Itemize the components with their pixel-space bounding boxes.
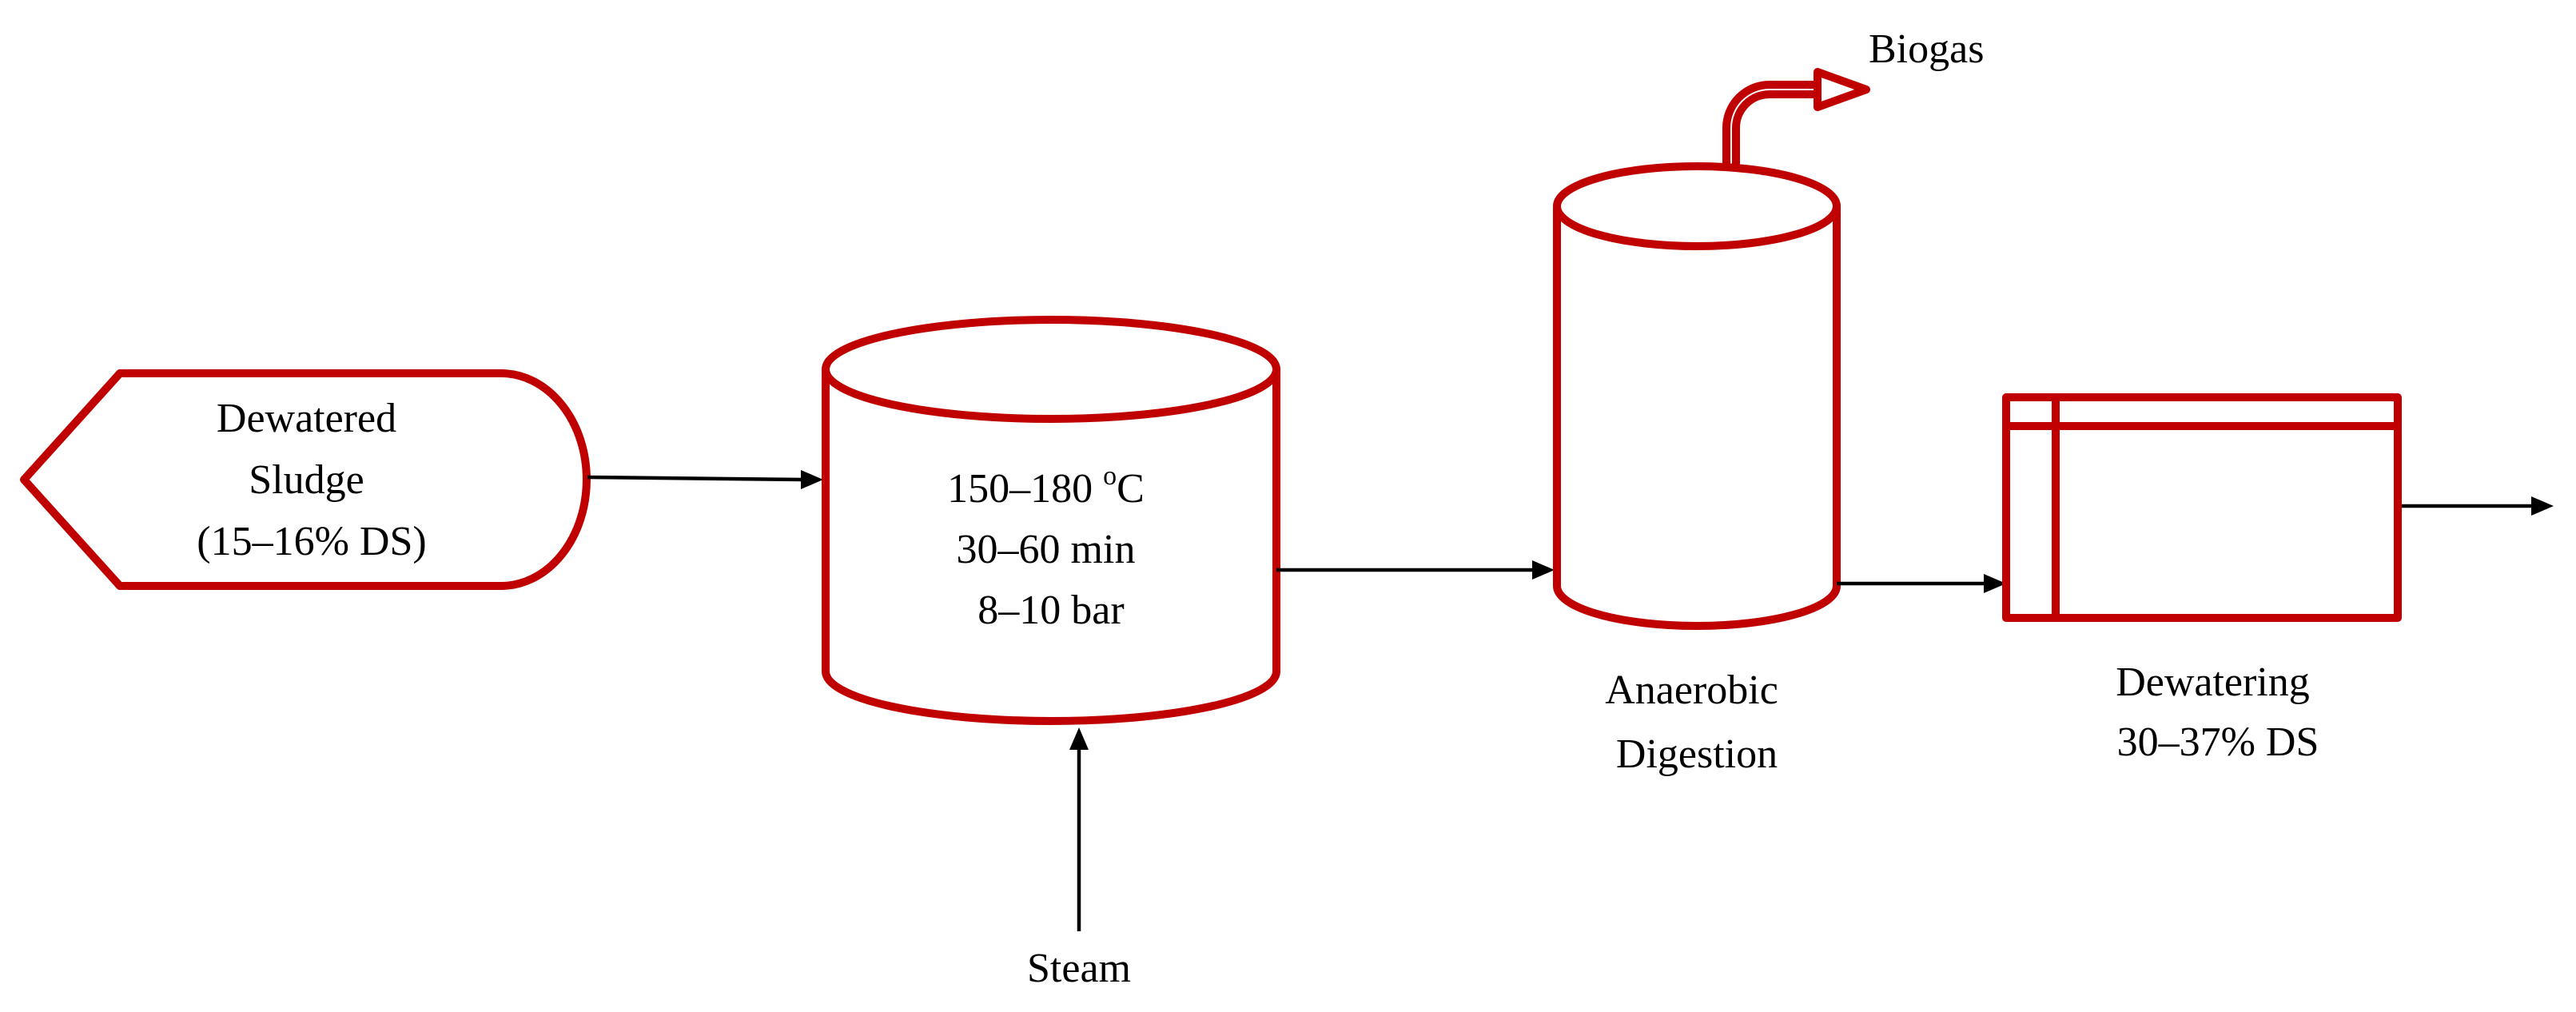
feed-label-line-2: Sludge bbox=[249, 457, 364, 503]
feed-dewatered-sludge: Dewatered Sludge (15–16% DS) bbox=[20, 369, 591, 590]
feed-label-line-3: (15–16% DS) bbox=[197, 519, 426, 564]
steam-label: Steam bbox=[1027, 946, 1131, 991]
reactor-conditions: 150–180 oC 30–60 min 8–10 bar bbox=[947, 461, 1155, 633]
digester-body bbox=[1553, 206, 1841, 630]
arrow-steam-head bbox=[1069, 727, 1089, 750]
digester-label-line-2: Digestion bbox=[1616, 731, 1778, 777]
feed-label: Dewatered Sludge (15–16% DS) bbox=[197, 396, 426, 564]
reactor-top bbox=[822, 316, 1280, 423]
arrow-feed-to-hydrolysis bbox=[587, 470, 823, 489]
arrow-steam-input: Steam bbox=[1027, 727, 1131, 991]
arrow-hydrolysis-to-digester-head bbox=[1532, 560, 1555, 580]
arrow-outlet-head bbox=[2531, 496, 2554, 516]
reactor-body bbox=[822, 369, 1280, 725]
dewatering-unit: Dewatering 30–37% DS bbox=[2002, 393, 2402, 765]
thermal-hydrolysis-reactor: 150–180 oC 30–60 min 8–10 bar bbox=[822, 316, 1280, 725]
digester-label-line-1: Anaerobic bbox=[1605, 667, 1778, 713]
digester-label: Anaerobic Digestion bbox=[1605, 667, 1789, 777]
reactor-temperature: 150–180 oC bbox=[947, 461, 1145, 512]
feed-label-line-1: Dewatered bbox=[217, 396, 396, 441]
digester-top bbox=[1553, 162, 1841, 250]
reactor-time: 30–60 min bbox=[957, 527, 1136, 572]
arrow-digester-to-dewatering-head bbox=[1984, 574, 2006, 593]
biogas-pipe bbox=[1722, 68, 1870, 183]
arrow-feed-to-hydrolysis-head bbox=[801, 470, 823, 489]
arrow-digester-to-dewatering bbox=[1837, 574, 2006, 593]
anaerobic-digester: Anaerobic Digestion bbox=[1553, 162, 1841, 777]
reactor-pressure: 8–10 bar bbox=[977, 588, 1124, 633]
dewatering-label: Dewatering 30–37% DS bbox=[2116, 659, 2320, 765]
dewatering-label-line-2: 30–37% DS bbox=[2117, 719, 2319, 765]
arrow-hydrolysis-to-digester bbox=[1276, 560, 1555, 580]
arrow-feed-to-hydrolysis-line bbox=[587, 475, 804, 482]
arrow-dewatering-outlet bbox=[2402, 496, 2554, 516]
biogas-outlet-arrow bbox=[1722, 68, 1870, 183]
feed-shape bbox=[20, 369, 591, 590]
biogas-label: Biogas bbox=[1869, 26, 1984, 72]
dewatering-label-line-1: Dewatering bbox=[2116, 659, 2310, 705]
dewatering-box bbox=[2002, 393, 2402, 622]
